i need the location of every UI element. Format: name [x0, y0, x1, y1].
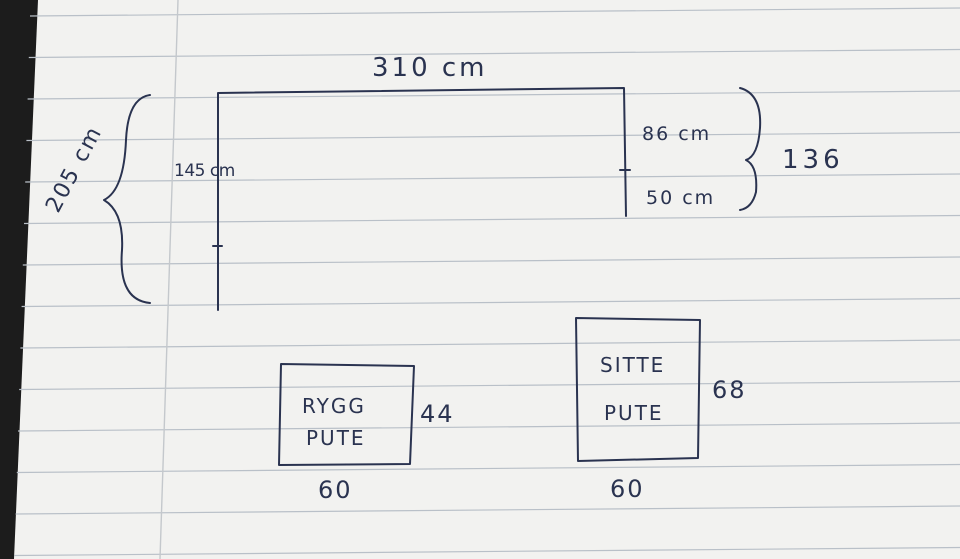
ruled-line — [23, 214, 960, 225]
seat-cushion-line2: PUTE — [604, 401, 664, 425]
paper-sheet — [14, 0, 960, 559]
ruled-line — [14, 546, 960, 557]
back-cushion-height: 44 — [420, 400, 455, 428]
ruled-line — [27, 90, 960, 100]
ruled-line — [19, 380, 960, 391]
sofa-outline — [217, 87, 627, 311]
ruled-line — [20, 339, 960, 349]
ruled-line — [17, 422, 960, 432]
ruled-line — [16, 463, 960, 474]
right-lower-label: 50 cm — [646, 187, 715, 209]
top-width-label: 310 cm — [372, 53, 488, 83]
ruled-line — [26, 131, 960, 142]
ruled-line — [22, 256, 960, 266]
ruled-line — [29, 7, 960, 17]
ruled-line — [25, 173, 960, 183]
back-cushion-line1: RYGG — [302, 394, 366, 418]
ruled-lines — [14, 7, 960, 557]
back-cushion-line2: PUTE — [306, 426, 366, 450]
ruled-line — [21, 297, 960, 308]
right-total-label: 136 — [782, 145, 844, 175]
left-brace — [103, 94, 151, 304]
back-cushion-rect — [278, 363, 415, 466]
seat-cushion-height: 68 — [712, 376, 747, 404]
left-inner-label: 145 cm — [174, 161, 235, 181]
back-cushion-width: 60 — [318, 476, 353, 504]
ruled-line — [28, 48, 960, 59]
margin-line — [159, 0, 179, 559]
seat-cushion-line1: SITTE — [600, 353, 665, 377]
right-brace — [739, 87, 762, 211]
seat-cushion-width: 60 — [610, 475, 645, 503]
ruled-line — [15, 505, 960, 515]
right-upper-label: 86 cm — [642, 123, 711, 145]
seat-cushion-rect — [575, 317, 701, 462]
